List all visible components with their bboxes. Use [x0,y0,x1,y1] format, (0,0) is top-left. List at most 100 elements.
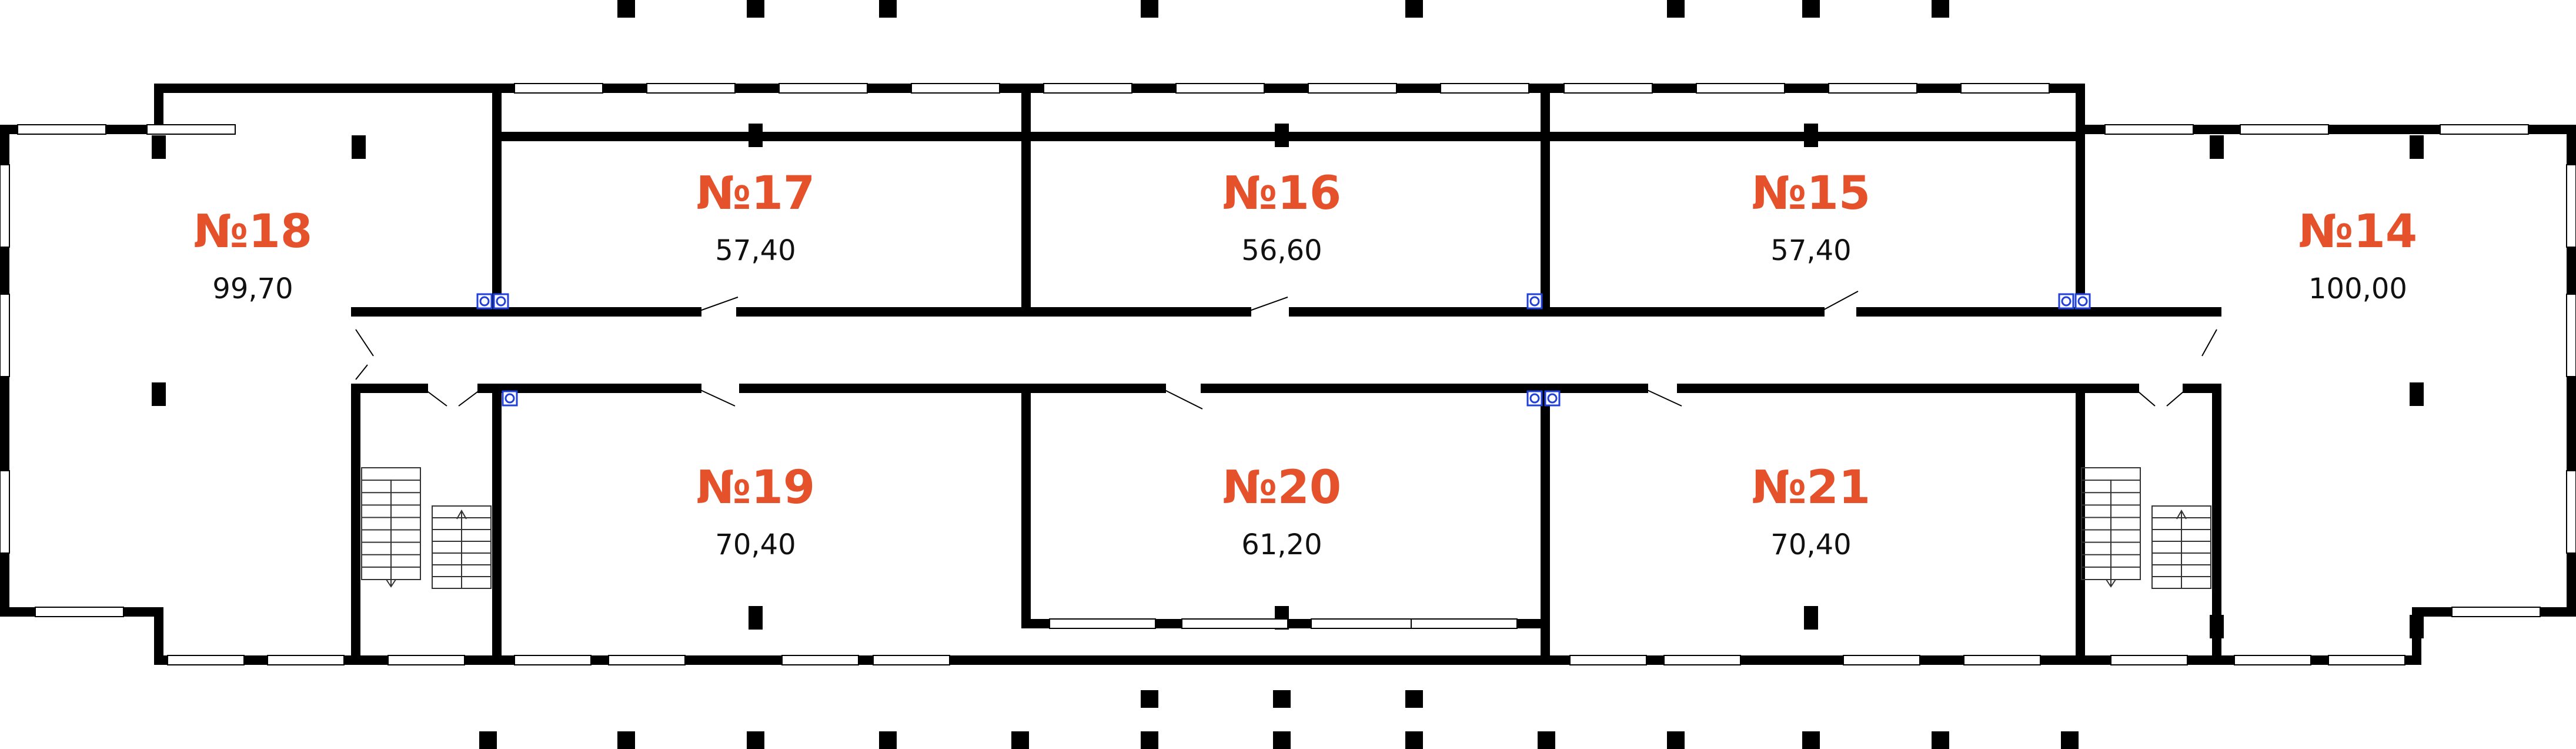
window [1440,83,1529,94]
unit-area: 70,40 [715,528,796,561]
door-icon [2201,329,2217,357]
window [2234,655,2311,665]
window [1175,83,1265,94]
column-icon [879,0,897,18]
window [0,294,10,377]
column-icon [352,135,366,159]
window [2566,294,2576,377]
window [1963,655,2041,665]
window [2451,607,2541,617]
door-icon [1643,388,1682,407]
door-icon [1161,388,1203,410]
column-icon [1405,731,1423,749]
door-icon [1819,291,1859,312]
column-icon [2061,731,2079,749]
window [1308,83,1397,94]
unit-number: №18 [193,205,313,258]
column-icon [1538,731,1555,749]
column-icon [747,0,764,18]
window [779,83,868,94]
column-icon [1667,731,1685,749]
column-icon [1141,690,1158,708]
unit-number: №20 [1222,461,1342,514]
stairs-icon [432,505,492,589]
window [781,655,859,665]
column-icon [1804,606,1818,630]
unit-number: №15 [1751,167,1871,220]
door-icon [696,297,739,312]
column-icon [747,731,764,749]
stairs [361,467,2211,589]
unit-area: 61,20 [1241,528,1322,561]
window [1181,618,1288,629]
window [2566,164,2576,248]
unit-number: №19 [696,461,816,514]
window [1569,655,1647,665]
unit-area: 100,00 [2308,272,2407,305]
unit-area: 99,70 [212,272,293,305]
column-icon [749,606,763,630]
window [1049,618,1156,629]
window [646,83,736,94]
window [0,164,10,248]
window [2104,124,2194,135]
window [2240,124,2329,135]
window [267,655,345,665]
window [2440,124,2529,135]
window [167,655,245,665]
door-icon [2166,388,2188,407]
column-icon [879,731,897,749]
column-icon [1932,0,1949,18]
door-icon [355,364,368,380]
unit-number: №17 [696,167,816,220]
column-icon [479,731,497,749]
window [1411,618,1518,629]
utility-riser-icon [502,390,518,407]
column-icon [2410,382,2424,406]
utility-riser-icon [1544,390,1561,407]
window [2566,470,2576,554]
window [608,655,686,665]
utility-riser-icon [2058,293,2074,309]
column-icon [1802,0,1820,18]
column-icon [2410,135,2424,159]
walls [0,84,2576,665]
column-icon [152,382,166,406]
unit-number: №16 [1222,167,1342,220]
doors [355,291,2217,410]
utility-riser-icon [2074,293,2091,309]
window [911,83,1000,94]
unit-number: №21 [1751,461,1871,514]
door-icon [355,329,374,357]
column-icon [617,0,635,18]
window [514,83,603,94]
column-icon [152,135,166,159]
window [1696,83,1785,94]
unit-area: 57,40 [715,234,796,267]
door-icon [458,388,483,407]
stairs-icon [2081,467,2141,588]
column-icon [1273,690,1291,708]
column-icon [1141,0,1158,18]
window [1843,655,1920,665]
window [873,655,950,665]
utility-riser-icon [1526,293,1543,309]
column-icon [1405,690,1423,708]
unit-area: 70,40 [1770,528,1852,561]
window [1043,83,1132,94]
utility-riser-icon [476,293,493,309]
column-icon [1405,0,1423,18]
window [1663,655,1741,665]
door-icon [2134,388,2156,407]
window [2110,655,2188,665]
window [514,655,592,665]
